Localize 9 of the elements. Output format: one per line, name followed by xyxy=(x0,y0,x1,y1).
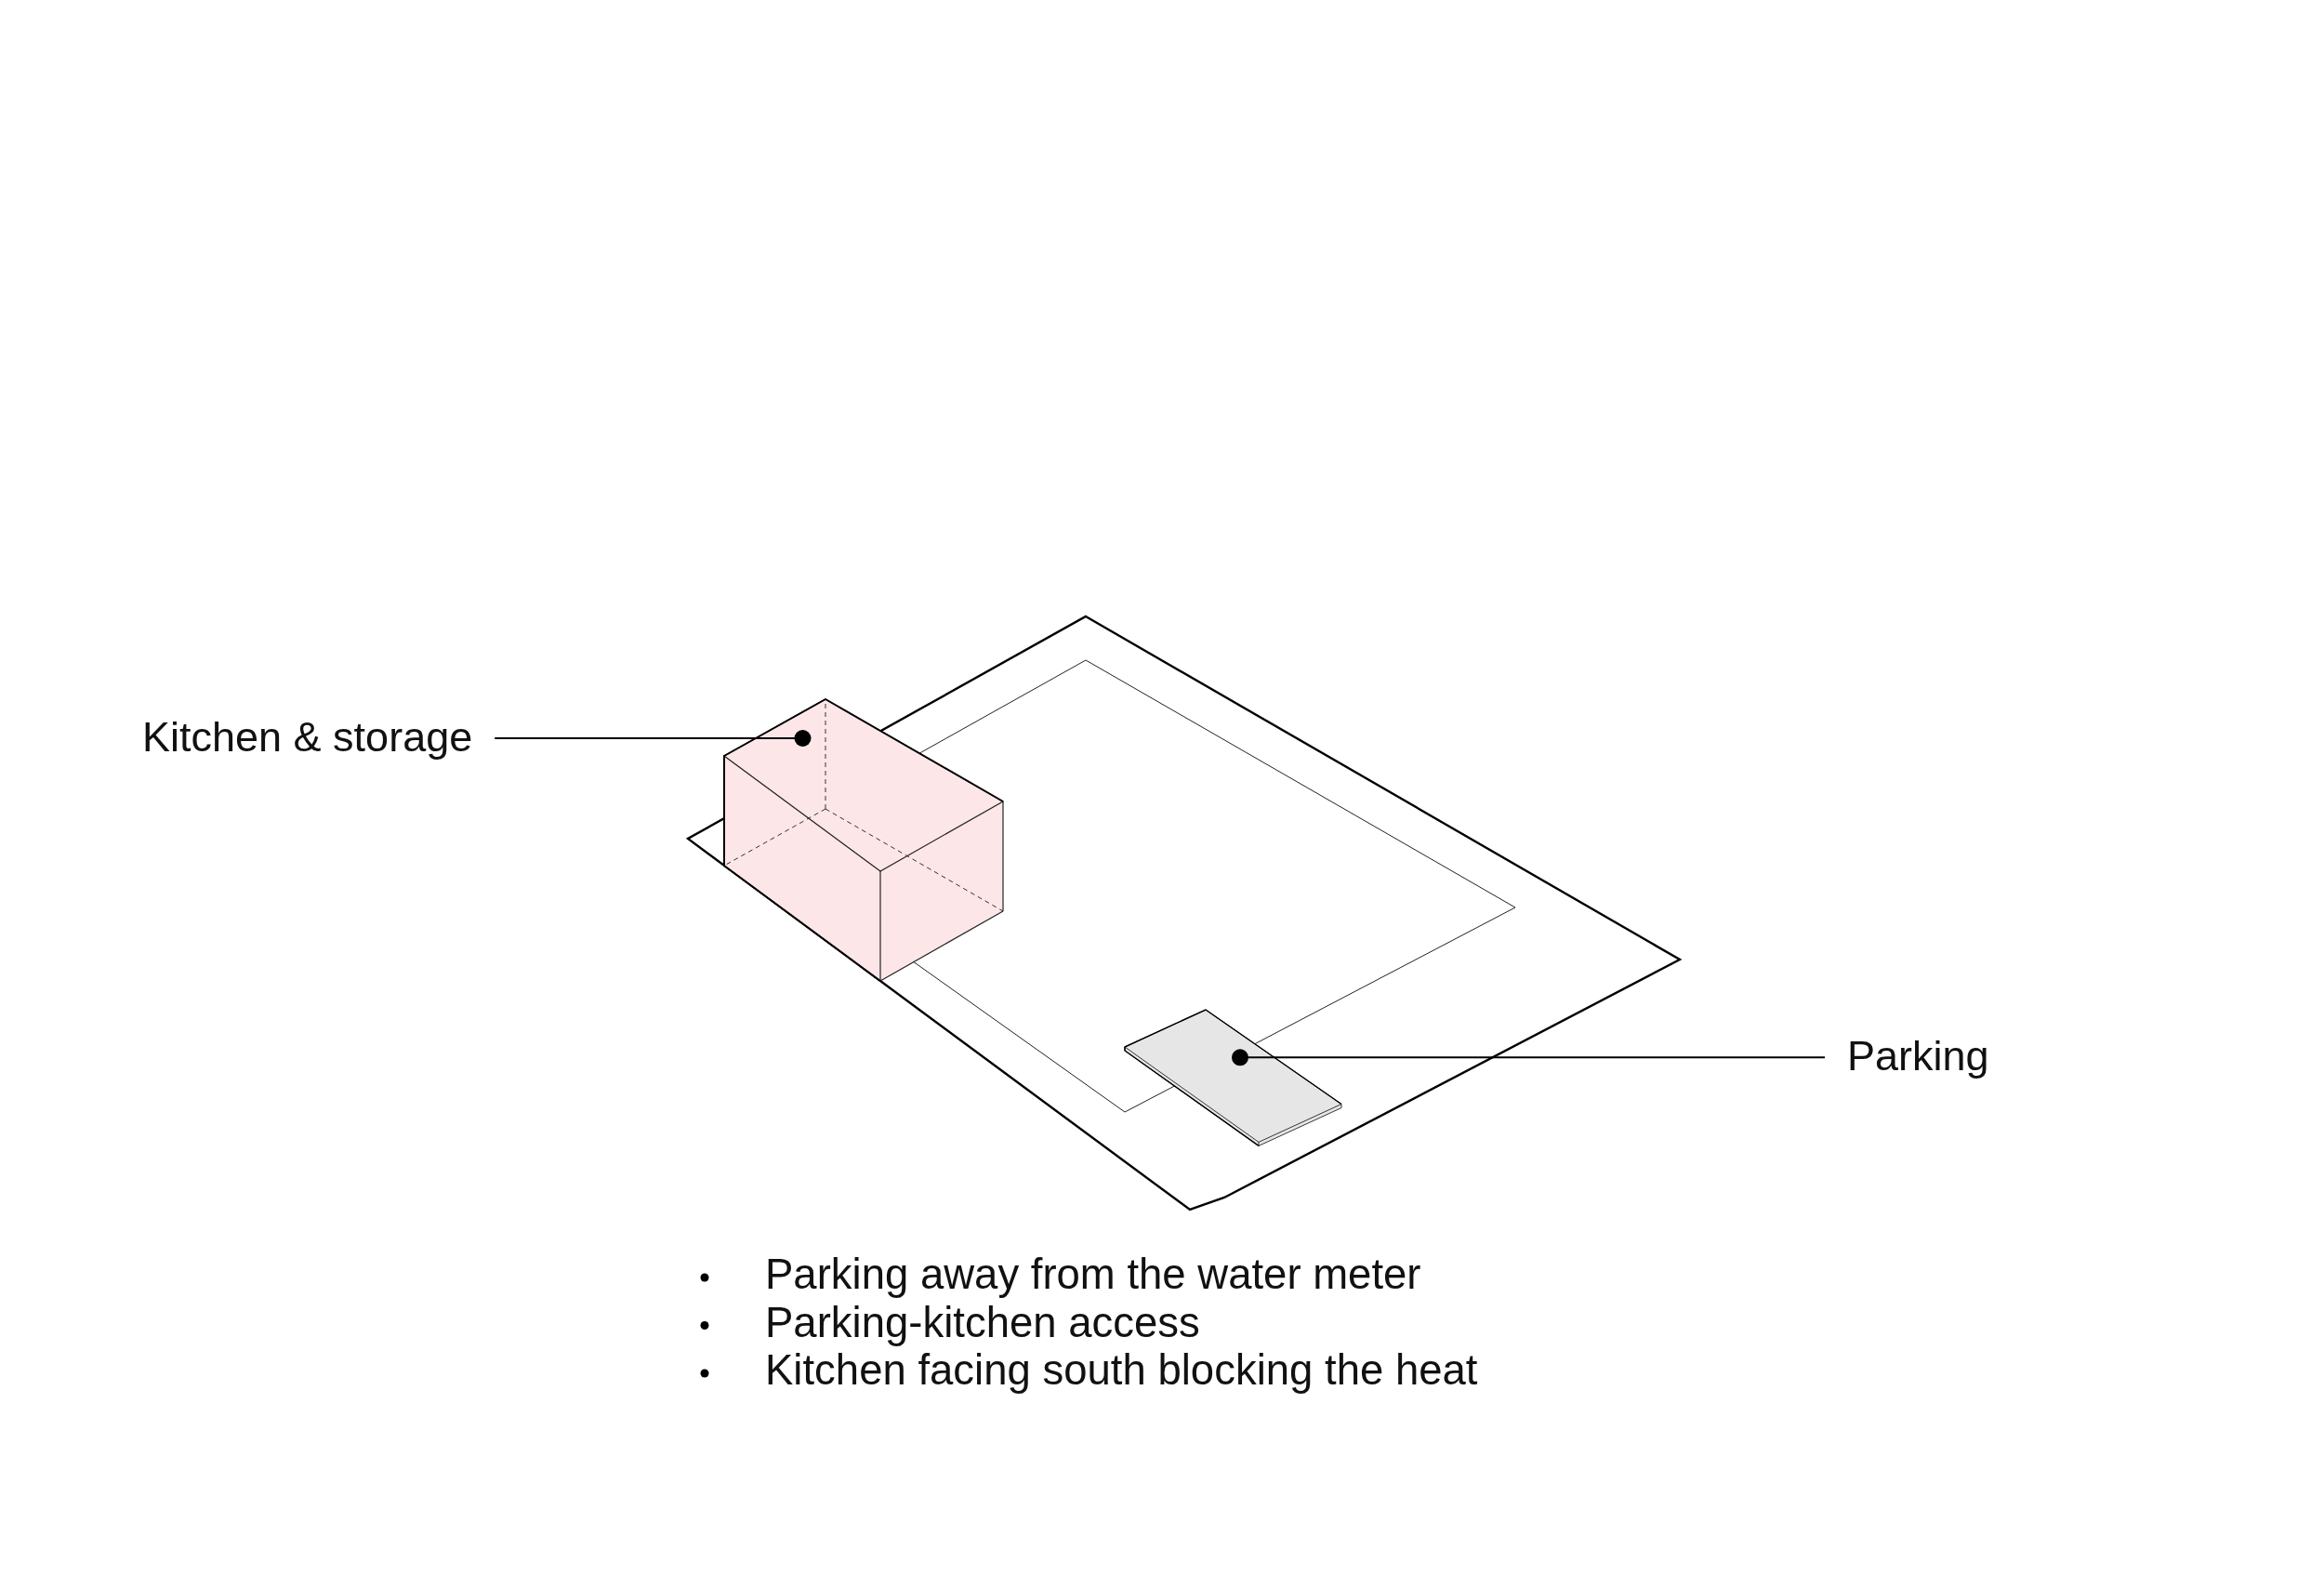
note-text: Parking-kitchen access xyxy=(765,1298,1200,1348)
callout-label: Kitchen & storage xyxy=(142,712,473,762)
callout-label: Parking xyxy=(1847,1031,1989,1081)
note-text: Kitchen facing south blocking the heat xyxy=(765,1346,1478,1396)
kitchen-block xyxy=(722,697,1005,982)
leader-line xyxy=(494,730,812,747)
parking-slab xyxy=(1124,1009,1342,1147)
note-text: Parking away from the water meter xyxy=(765,1250,1421,1300)
leader-line xyxy=(1232,1049,1826,1066)
